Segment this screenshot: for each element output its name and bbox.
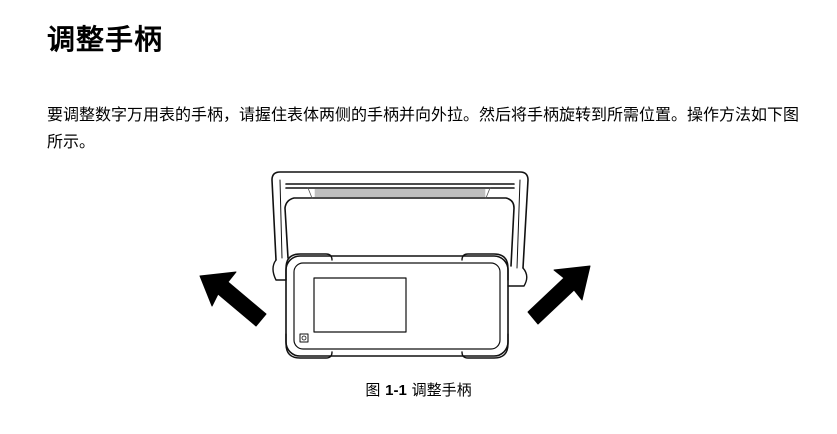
- carrying-handle: [271, 171, 529, 269]
- pull-out-arrow-right: [527, 265, 591, 325]
- caption-text: 调整手柄: [411, 381, 472, 399]
- section-title: 调整手柄: [47, 23, 164, 56]
- multimeter-body: [285, 255, 509, 357]
- figure-caption: 图 1-1 调整手柄: [0, 379, 837, 402]
- pull-out-arrow-left: [199, 271, 267, 327]
- handle-adjustment-figure: [199, 171, 591, 359]
- instruction-paragraph: 要调整数字万用表的手柄，请握住表体两侧的手柄并向外拉。然后将手柄旋转到所需位置。…: [47, 105, 800, 151]
- corner-bumpers: [272, 253, 528, 359]
- caption-prefix: 图: [365, 381, 381, 399]
- caption-number: 1-1: [385, 382, 407, 399]
